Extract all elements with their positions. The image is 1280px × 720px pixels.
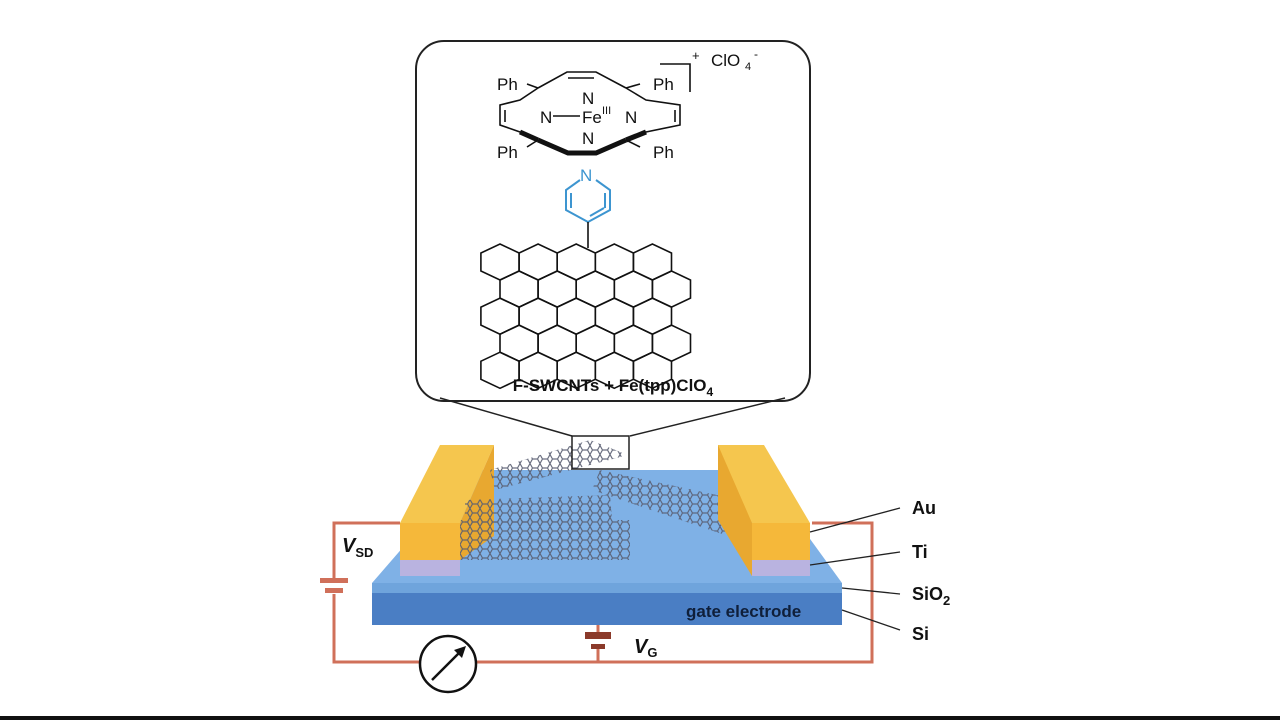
sio2-layer — [372, 583, 842, 593]
right-electrode — [718, 445, 810, 576]
phenyl-label-tr: Ph — [653, 75, 674, 94]
porphyrin-structure — [499, 63, 691, 156]
layer-label-sio2: SiO2 — [912, 584, 950, 608]
inset-caption: F-SWCNTs + Fe(tpp)ClO4 — [513, 376, 714, 399]
layer-leader-lines — [809, 507, 901, 631]
ammeter-icon — [418, 634, 478, 694]
layer-label-au: Au — [912, 498, 936, 518]
device-nanotubes — [460, 440, 740, 560]
counterion-label: ClO — [711, 51, 740, 70]
metal-oxidation-label: III — [602, 105, 611, 117]
nitrogen-label-right: N — [625, 108, 637, 127]
vsd-label: VSD — [342, 535, 373, 560]
bottom-border — [0, 716, 1280, 720]
nitrogen-label-top: N — [582, 89, 594, 108]
phenyl-label-br: Ph — [653, 143, 674, 162]
phenyl-label-bl: Ph — [497, 143, 518, 162]
metal-label: Fe — [582, 108, 602, 127]
inset-panel — [415, 40, 811, 437]
layer-label-si: Si — [912, 624, 929, 644]
nitrogen-label-left: N — [540, 108, 552, 127]
counterion-charge: - — [754, 47, 758, 61]
callout-line-right — [629, 397, 786, 437]
nanotube-hexagon — [632, 351, 673, 390]
inset-frame — [415, 40, 811, 402]
nanotube-hex-grid — [480, 243, 692, 390]
counterion-sub: 4 — [745, 61, 751, 73]
vg-label: VG — [634, 636, 657, 660]
si-layer — [372, 593, 842, 625]
porphyrin-labels: Ph Ph Ph Ph N N N N Fe III + ClO 4 - — [497, 47, 758, 162]
nitrogen-label-bottom: N — [582, 129, 594, 148]
nanotube-structure — [480, 243, 692, 390]
pyridine-nitrogen-label: N — [580, 166, 592, 185]
zoom-region-box — [571, 435, 630, 470]
vsd-battery-icon — [320, 578, 348, 593]
gate-electrode-label: gate electrode — [686, 602, 801, 621]
layer-label-ti: Ti — [912, 542, 928, 562]
callout-line-left — [439, 397, 573, 437]
phenyl-label-tl: Ph — [497, 75, 518, 94]
vg-battery-icon — [585, 632, 611, 649]
complex-charge: + — [692, 48, 700, 63]
